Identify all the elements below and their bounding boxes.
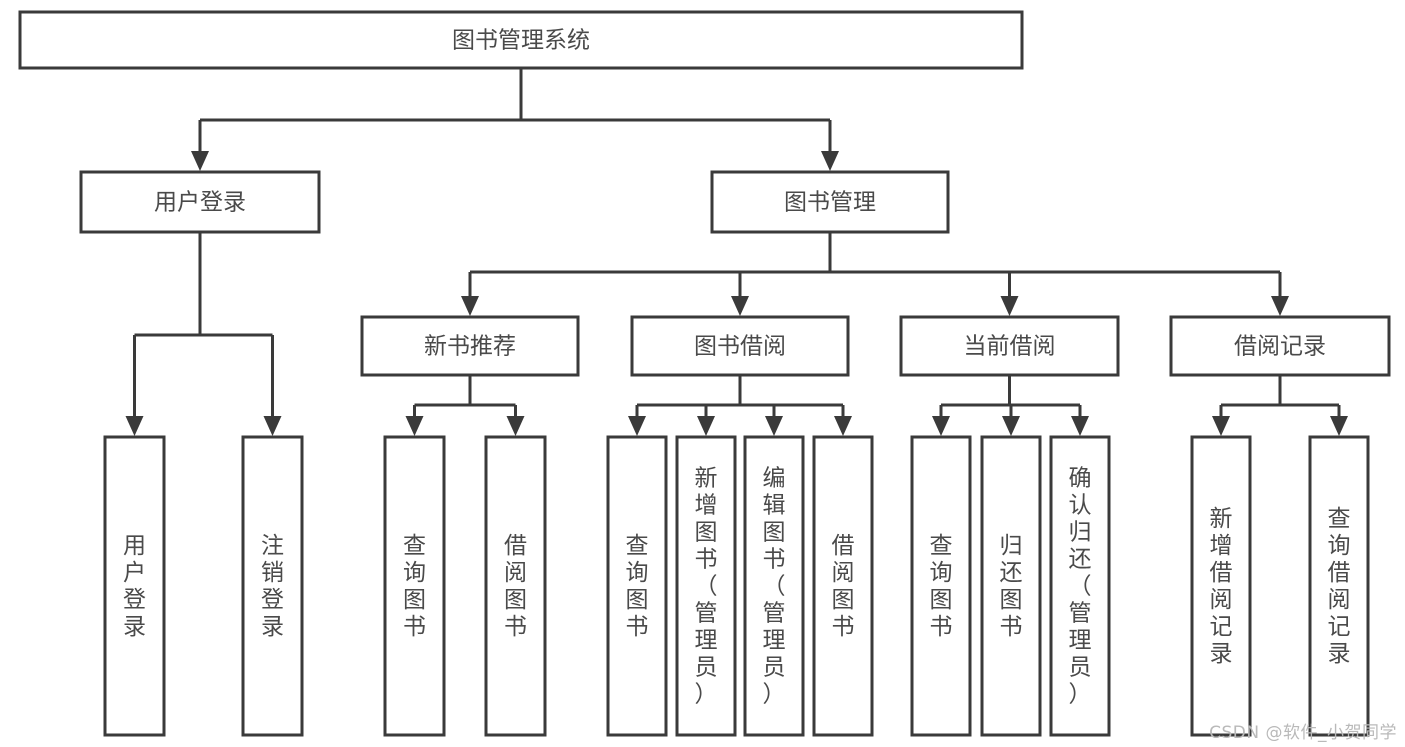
node-leaf-query-book-1[interactable]: 查询图书 <box>383 435 446 737</box>
connector-layer <box>125 68 1348 436</box>
node-new-book-recommend[interactable]: 新书推荐 <box>360 315 580 377</box>
node-label-borrow-record: 借阅记录 <box>1234 334 1326 360</box>
node-label-current-borrow: 当前借阅 <box>964 334 1056 360</box>
node-leaf-borrow-book-2[interactable]: 借阅图书 <box>812 435 874 737</box>
node-box-leaf-query-book-2 <box>606 435 668 737</box>
node-label-leaf-user-login: 用户登录 <box>123 533 146 640</box>
arrow-head-icon-leaf-user-logout <box>263 416 282 436</box>
node-box-leaf-query-book-1 <box>383 435 446 737</box>
node-box-book-manage <box>710 170 950 234</box>
arrow-head-icon-book-manage <box>821 151 839 171</box>
arrow-head-icon-leaf-add-book-admin <box>697 416 715 436</box>
node-leaf-query-book-3[interactable]: 查询图书 <box>910 435 972 737</box>
node-current-borrow[interactable]: 当前借阅 <box>899 315 1120 377</box>
node-label-book-manage: 图书管理 <box>784 190 876 216</box>
node-box-new-book-recommend <box>360 315 580 377</box>
node-box-user-login <box>79 170 321 234</box>
arrow-head-icon-leaf-confirm-return-admin <box>1071 416 1089 436</box>
node-box-leaf-confirm-return-admin <box>1049 435 1111 737</box>
node-label-leaf-add-borrow-record: 新增借阅记录 <box>1210 506 1233 667</box>
arrow-head-icon-new-book-recommend <box>461 296 479 316</box>
node-label-leaf-edit-book-admin: 编辑图书（管理员） <box>763 466 786 708</box>
node-leaf-query-borrow-record[interactable]: 查询借阅记录 <box>1308 435 1370 737</box>
node-leaf-add-book-admin[interactable]: 新增图书（管理员） <box>675 435 737 737</box>
arrow-head-icon-leaf-add-borrow-record <box>1212 416 1230 436</box>
node-label-new-book-recommend: 新书推荐 <box>424 334 516 360</box>
node-label-leaf-borrow-book-2: 借阅图书 <box>832 533 855 640</box>
node-user-login[interactable]: 用户登录 <box>79 170 321 234</box>
arrow-head-icon-leaf-borrow-book-2 <box>834 416 852 436</box>
node-label-leaf-query-book-1: 查询图书 <box>403 533 426 640</box>
node-box-leaf-query-book-3 <box>910 435 972 737</box>
node-box-leaf-add-borrow-record <box>1190 435 1252 737</box>
node-book-borrow[interactable]: 图书借阅 <box>630 315 850 377</box>
arrow-head-icon-current-borrow <box>1000 296 1019 316</box>
node-leaf-add-borrow-record[interactable]: 新增借阅记录 <box>1190 435 1252 737</box>
node-box-root <box>18 10 1024 70</box>
csdn-watermark: CSDN @软件_小贺同学 <box>1209 723 1397 743</box>
node-box-book-borrow <box>630 315 850 377</box>
node-box-leaf-edit-book-admin <box>743 435 805 737</box>
node-box-leaf-return-book <box>980 435 1042 737</box>
node-label-leaf-add-book-admin: 新增图书（管理员） <box>695 466 718 708</box>
node-label-leaf-query-borrow-record: 查询借阅记录 <box>1328 506 1351 667</box>
node-box-leaf-user-login <box>103 435 166 737</box>
node-leaf-edit-book-admin[interactable]: 编辑图书（管理员） <box>743 435 805 737</box>
node-label-leaf-borrow-book-1: 借阅图书 <box>504 533 527 640</box>
arrow-head-icon-book-borrow <box>731 296 749 316</box>
node-box-leaf-borrow-book-2 <box>812 435 874 737</box>
node-box-current-borrow <box>899 315 1120 377</box>
arrow-head-icon-leaf-query-borrow-record <box>1330 416 1348 436</box>
node-label-root: 图书管理系统 <box>452 28 590 54</box>
node-leaf-confirm-return-admin[interactable]: 确认归还（管理员） <box>1049 435 1111 737</box>
arrow-head-icon-leaf-edit-book-admin <box>765 416 783 436</box>
arrow-head-icon-borrow-record <box>1271 296 1289 316</box>
node-layer: 图书管理系统用户登录图书管理新书推荐图书借阅当前借阅借阅记录用户登录注销登录查询… <box>18 10 1391 737</box>
node-label-leaf-confirm-return-admin: 确认归还（管理员） <box>1069 466 1092 708</box>
arrow-head-icon-leaf-return-book <box>1002 416 1020 436</box>
node-label-leaf-query-book-2: 查询图书 <box>626 533 649 640</box>
arrow-head-icon-leaf-user-login <box>125 416 144 436</box>
node-root[interactable]: 图书管理系统 <box>18 10 1024 70</box>
arrow-head-icon-leaf-query-book-3 <box>932 416 950 436</box>
node-box-leaf-add-book-admin <box>675 435 737 737</box>
node-label-book-borrow: 图书借阅 <box>694 334 786 360</box>
node-box-borrow-record <box>1169 315 1391 377</box>
arrow-head-icon-user-login <box>191 151 209 171</box>
node-box-leaf-borrow-book-1 <box>484 435 547 737</box>
node-leaf-user-logout[interactable]: 注销登录 <box>241 435 304 737</box>
arrow-head-icon-leaf-borrow-book-1 <box>506 416 525 436</box>
node-leaf-query-book-2[interactable]: 查询图书 <box>606 435 668 737</box>
node-borrow-record[interactable]: 借阅记录 <box>1169 315 1391 377</box>
node-book-manage[interactable]: 图书管理 <box>710 170 950 234</box>
node-label-user-login: 用户登录 <box>154 190 246 216</box>
node-label-leaf-query-book-3: 查询图书 <box>930 533 953 640</box>
node-label-leaf-return-book: 归还图书 <box>1000 533 1023 640</box>
arrow-head-icon-leaf-query-book-2 <box>628 416 646 436</box>
node-box-leaf-user-logout <box>241 435 304 737</box>
node-label-leaf-user-logout: 注销登录 <box>261 533 284 640</box>
node-box-leaf-query-borrow-record <box>1308 435 1370 737</box>
node-leaf-user-login[interactable]: 用户登录 <box>103 435 166 737</box>
node-leaf-borrow-book-1[interactable]: 借阅图书 <box>484 435 547 737</box>
arrow-head-icon-leaf-query-book-1 <box>405 416 424 436</box>
node-leaf-return-book[interactable]: 归还图书 <box>980 435 1042 737</box>
